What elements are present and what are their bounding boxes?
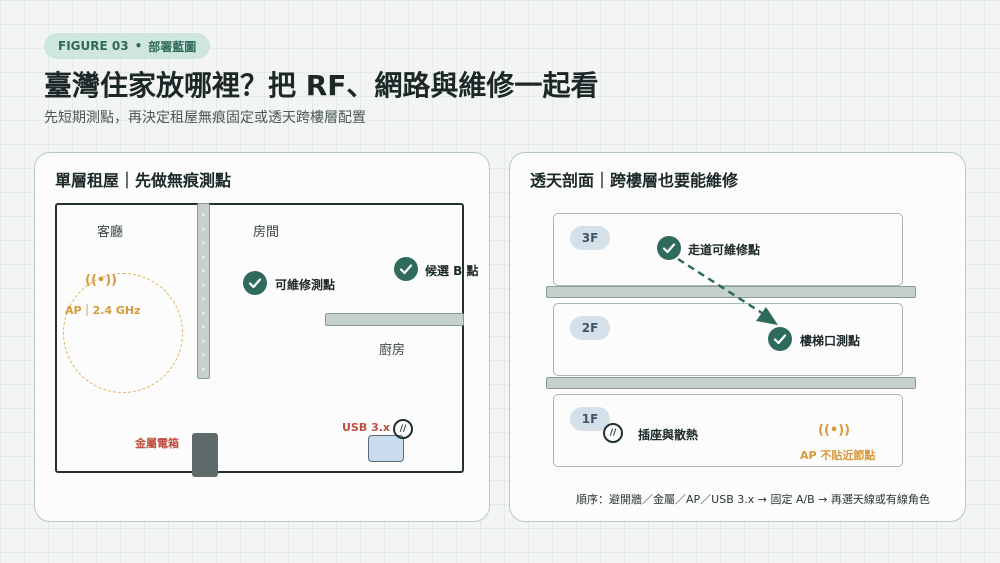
room-living-label: 客廳 xyxy=(97,225,124,240)
usb-label: USB 3.x xyxy=(342,421,390,434)
outlet-cooling-label: 插座與散熱 xyxy=(638,428,699,442)
floor-tag-2f: 2F xyxy=(570,316,610,340)
metal-box-icon xyxy=(192,433,218,477)
metal-box-label: 金屬電箱 xyxy=(135,437,179,450)
page-title: 臺灣住家放哪裡？把 RF、網路與維修一起看 xyxy=(44,69,599,102)
ap-note-label: AP 不貼近節點 xyxy=(800,449,876,462)
ap-signal-icon: ((•)) xyxy=(85,273,118,288)
figure-title: 部署藍圖 xyxy=(148,39,197,54)
check-icon xyxy=(657,236,681,260)
room-kitchen-label: 廚房 xyxy=(379,343,406,358)
ap-signal-icon: ((•)) xyxy=(818,423,851,438)
plug-icon: // xyxy=(393,419,413,439)
figure-number: FIGURE 03 xyxy=(58,39,129,53)
single-floor-panel: 單層租屋｜先做無痕測點 客廳 房間 廚房 ((•)) AP｜2.4 GHz 金屬… xyxy=(34,152,490,522)
figure-dot: • xyxy=(134,39,143,53)
check-icon xyxy=(768,327,792,351)
floor-slab xyxy=(546,377,916,389)
plug-icon: // xyxy=(603,423,623,443)
room-bedroom-label: 房間 xyxy=(253,225,280,240)
route-arrow xyxy=(677,257,778,325)
multi-floor-title: 透天剖面｜跨樓層也要能維修 xyxy=(530,171,739,190)
usb-device-icon xyxy=(368,435,404,462)
single-floor-title: 單層租屋｜先做無痕測點 xyxy=(55,171,232,190)
floor-tag-1f: 1F xyxy=(570,407,610,431)
figure-badge: FIGURE 03 • 部署藍圖 xyxy=(44,33,211,59)
maintainable-point-label: 可維修測點 xyxy=(275,278,336,292)
check-icon xyxy=(243,271,267,295)
floor-plan: 客廳 房間 廚房 ((•)) AP｜2.4 GHz 金屬電箱 USB 3.x /… xyxy=(55,203,479,477)
stair-point-label: 樓梯口測點 xyxy=(800,334,861,348)
floor-2f: 2F xyxy=(553,303,903,376)
order-note: 順序：避開牆／金屬／AP／USB 3.x → 固定 A/B → 再選天線或有線角… xyxy=(576,493,930,506)
page-subtitle: 先短期測點，再決定租屋無痕固定或透天跨樓層配置 xyxy=(44,110,366,126)
ap-coverage-circle xyxy=(63,273,183,393)
floor-tag-3f: 3F xyxy=(570,226,610,250)
ap-label: AP｜2.4 GHz xyxy=(65,304,141,317)
interior-wall-horizontal xyxy=(325,313,464,326)
corridor-point-label: 走道可維修點 xyxy=(688,243,761,257)
multi-floor-panel: 透天剖面｜跨樓層也要能維修 3F 走道可維修點 2F 樓梯口測點 1F // 插… xyxy=(509,152,966,522)
floor-3f: 3F xyxy=(553,213,903,286)
check-icon xyxy=(394,257,418,281)
candidate-b-label: 候選 B 點 xyxy=(425,264,479,278)
interior-wall-vertical xyxy=(197,203,210,379)
